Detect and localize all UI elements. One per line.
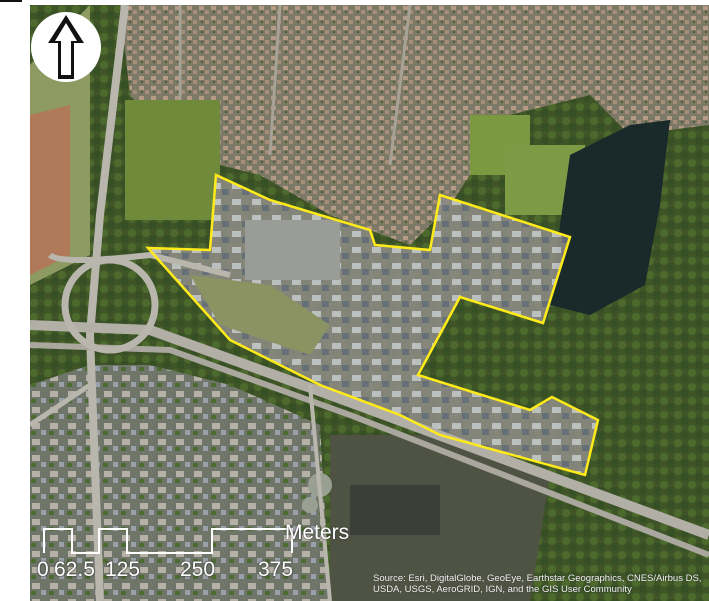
- car-park: [245, 220, 340, 280]
- top-rule: [0, 0, 22, 2]
- scale-label-125: 125: [105, 558, 141, 581]
- playing-field: [125, 100, 220, 220]
- scale-label-62-5: 62.5: [54, 558, 95, 581]
- lake: [550, 120, 670, 315]
- aerial-imagery: [30, 5, 709, 601]
- scale-label-375: 375: [258, 558, 294, 581]
- scale-label-0: 0: [37, 558, 49, 581]
- scale-label-250: 250: [180, 558, 216, 581]
- site-boundary: [145, 173, 600, 477]
- north-arrow-icon: [31, 12, 101, 82]
- scale-bar: Meters 0 62.5 125 250 375: [30, 521, 450, 591]
- scale-bar-graphic: [43, 528, 293, 554]
- map-attribution: Source: Esri, DigitalGlobe, GeoEye, Eart…: [373, 573, 702, 595]
- aerial-map[interactable]: Meters 0 62.5 125 250 375 Source: Esri, …: [30, 5, 709, 601]
- scale-unit-label: Meters: [285, 521, 350, 544]
